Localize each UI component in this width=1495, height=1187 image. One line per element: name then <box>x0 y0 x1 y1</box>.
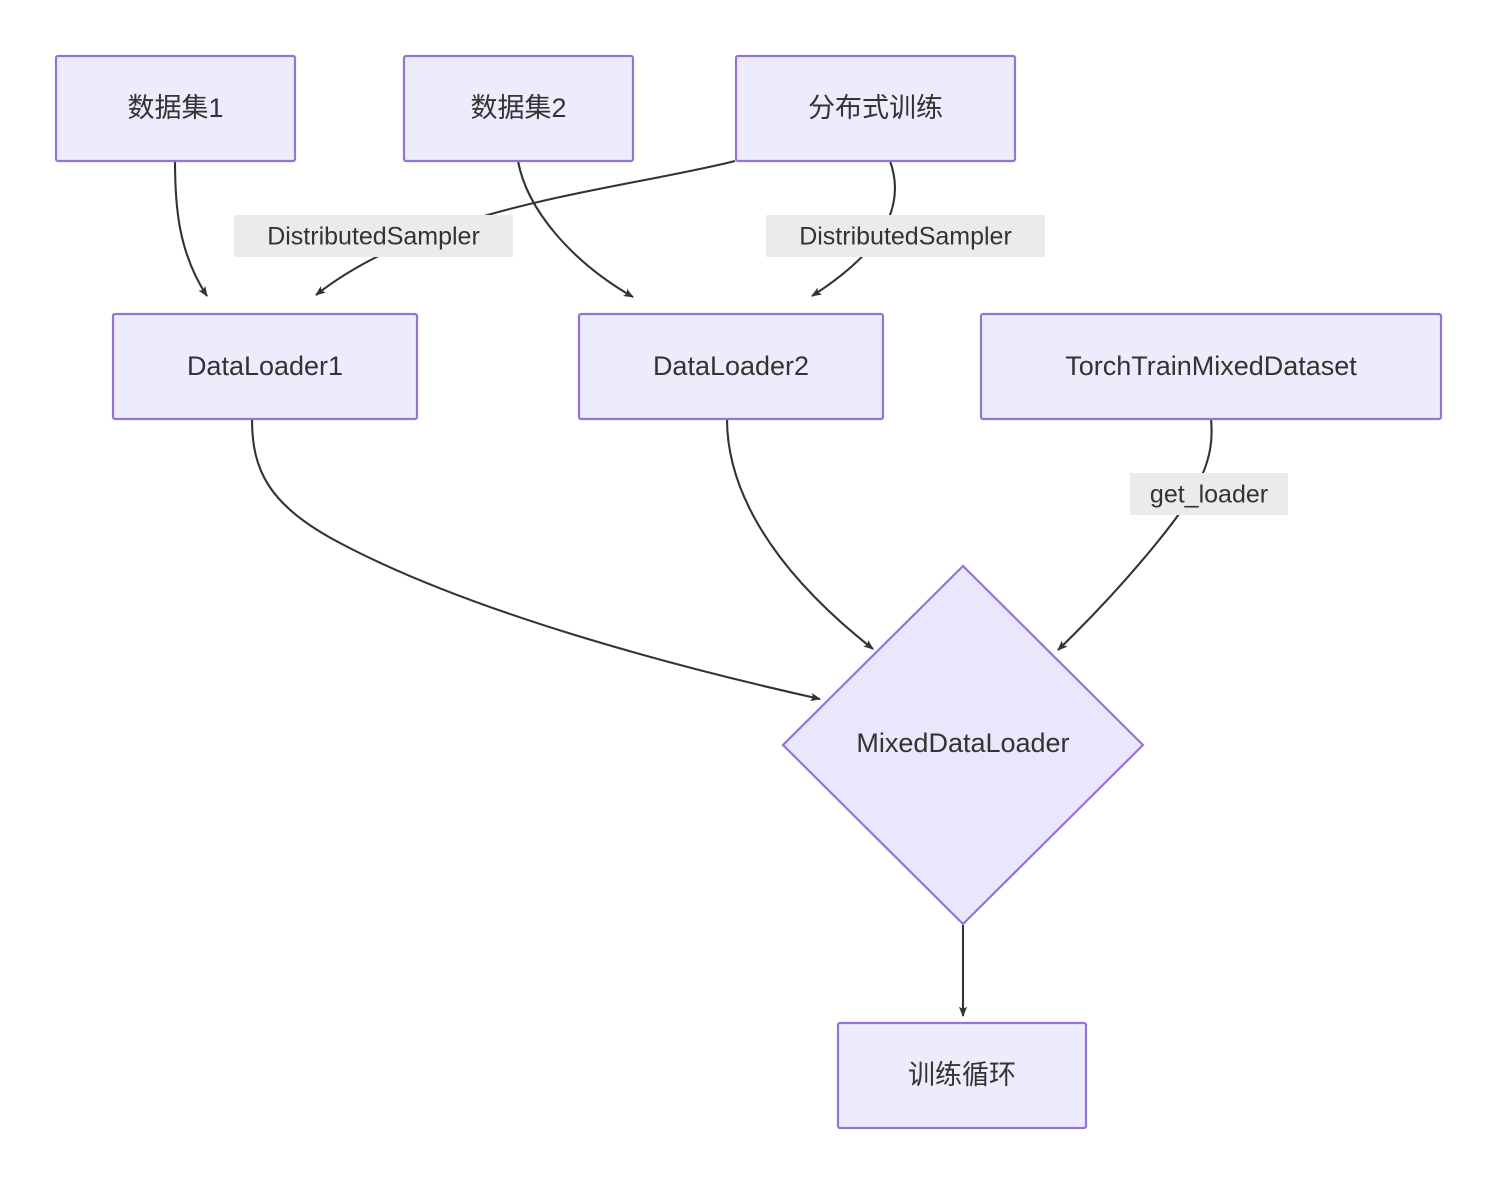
edge-dataloader1-to-mixedloader <box>250 418 821 701</box>
nodes-layer: 数据集1 数据集2 分布式训练 DataLoader1 DataLoader2 <box>54 54 1443 1130</box>
edge-dataloader2-to-mixedloader <box>725 418 874 650</box>
edge-label-distributed-sampler-1: DistributedSampler <box>234 215 513 257</box>
node-label: DataLoader2 <box>653 351 809 381</box>
node-shape-rect[interactable] <box>54 54 297 163</box>
node-shape-rect[interactable] <box>836 1021 1088 1130</box>
edge-label-text: DistributedSampler <box>799 223 1012 251</box>
node-dataloader1[interactable]: DataLoader1 <box>111 312 419 421</box>
node-label: TorchTrainMixedDataset <box>1065 351 1357 381</box>
node-shape-rect[interactable] <box>402 54 635 163</box>
node-torch-train-mixed-dataset[interactable]: TorchTrainMixedDataset <box>979 312 1443 421</box>
edge-label-text: DistributedSampler <box>267 223 480 251</box>
node-label: 数据集2 <box>470 93 566 123</box>
edge-label-get-loader: get_loader <box>1130 473 1288 515</box>
edge-label-background <box>766 215 1045 257</box>
node-dataloader2[interactable]: DataLoader2 <box>577 312 885 421</box>
edge-dataset2-to-dataloader2 <box>516 160 634 298</box>
edge-label-background <box>234 215 513 257</box>
node-shape-rect[interactable] <box>577 312 885 421</box>
edge-mixeddataset-to-mixedloader <box>1057 418 1213 651</box>
node-mixed-data-loader[interactable]: MixedDataLoader <box>781 564 1145 926</box>
node-shape-diamond[interactable] <box>781 564 1145 926</box>
node-label: 训练循环 <box>908 1060 1016 1090</box>
node-label: 分布式训练 <box>808 93 943 123</box>
edge-label-distributed-sampler-2: DistributedSampler <box>766 215 1045 257</box>
node-label: 数据集1 <box>127 93 223 123</box>
node-label: DataLoader1 <box>187 351 343 381</box>
node-dataset1[interactable]: 数据集1 <box>54 54 297 163</box>
node-shape-rect[interactable] <box>979 312 1443 421</box>
edge-label-text: get_loader <box>1150 481 1268 509</box>
node-shape-rect[interactable] <box>111 312 419 421</box>
edge-dataset1-to-dataloader1 <box>173 160 208 297</box>
node-training-loop[interactable]: 训练循环 <box>836 1021 1088 1130</box>
edge-distributed-to-dataloader1 <box>315 159 736 296</box>
node-distributed-training[interactable]: 分布式训练 <box>734 54 1017 163</box>
node-shape-rect[interactable] <box>734 54 1017 163</box>
node-dataset2[interactable]: 数据集2 <box>402 54 635 163</box>
edge-label-background <box>1130 473 1288 515</box>
node-label: MixedDataLoader <box>856 728 1069 758</box>
edge-labels-layer: DistributedSampler DistributedSampler ge… <box>234 215 1288 515</box>
edges-layer <box>173 159 1213 1018</box>
